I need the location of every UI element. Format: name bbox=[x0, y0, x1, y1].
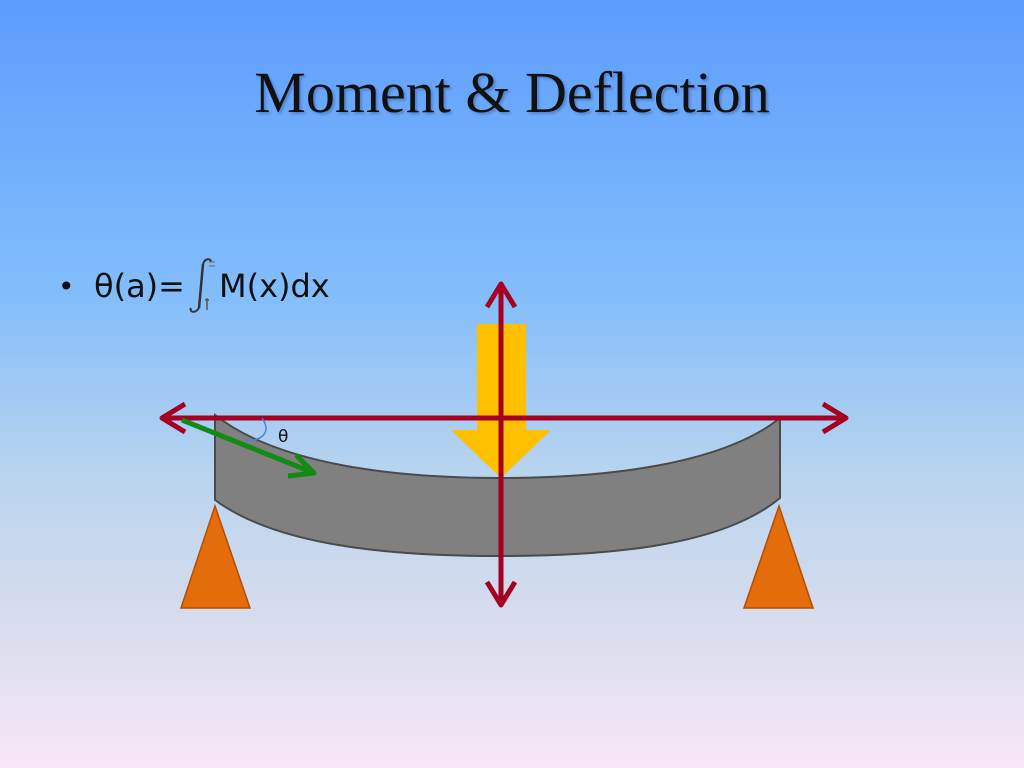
horizontal-axis-arrow bbox=[159, 401, 849, 435]
angle-label: θ bbox=[278, 427, 288, 447]
bullet-equation: • θ(a)= M(x)dx bbox=[58, 256, 330, 316]
angle-arc bbox=[243, 417, 267, 441]
slide-title: Moment & Deflection bbox=[254, 60, 770, 125]
right-support-icon bbox=[742, 503, 815, 609]
bullet-dot: • bbox=[58, 269, 75, 303]
equation-lhs: θ(a)= bbox=[94, 267, 185, 305]
slope-arrow-icon bbox=[181, 417, 317, 479]
equation-rhs: M(x)dx bbox=[218, 267, 330, 305]
integral-from-0-to-a-icon bbox=[189, 258, 215, 313]
left-support-icon bbox=[179, 503, 252, 609]
vertical-axis-arrow bbox=[484, 281, 518, 608]
deflected-beam bbox=[214, 412, 781, 558]
